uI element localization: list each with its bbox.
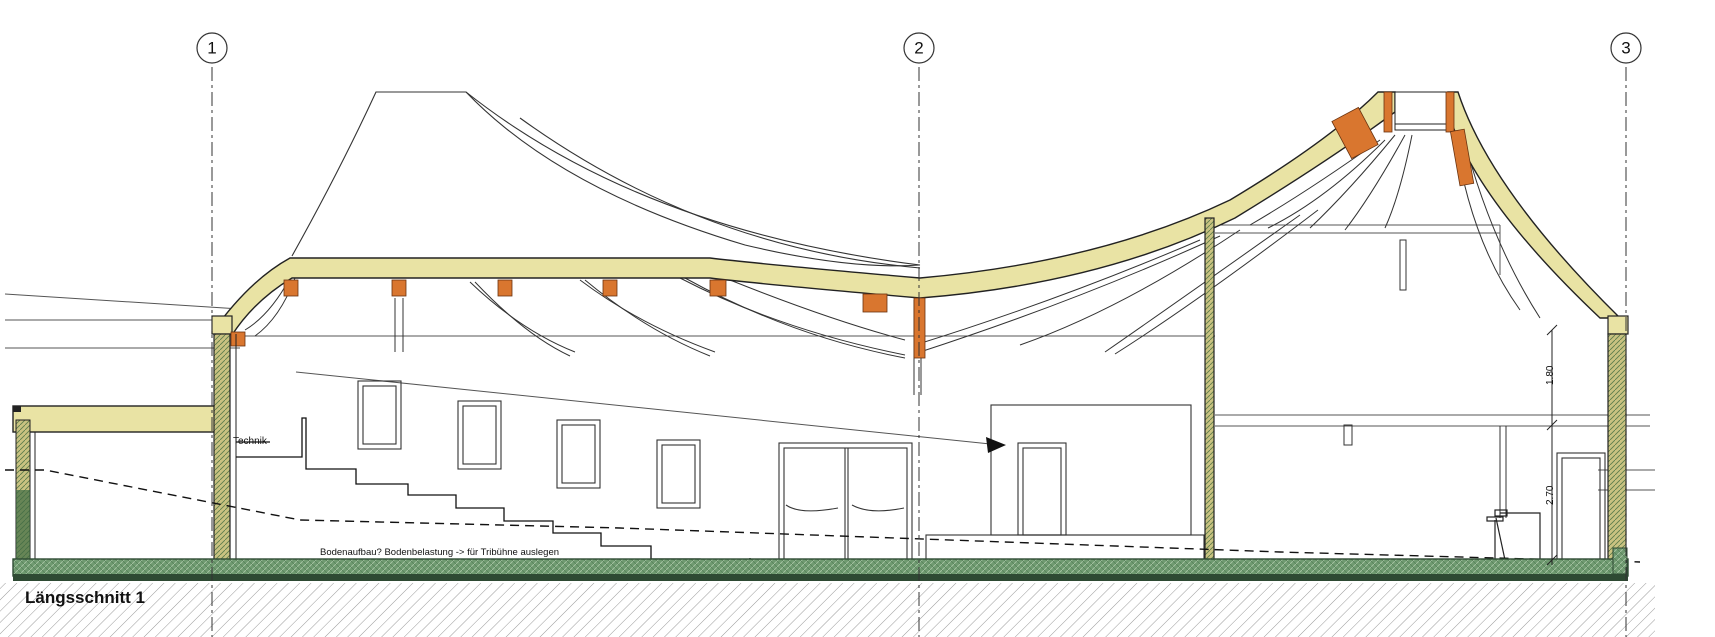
grid-label-3: 3: [1621, 39, 1630, 58]
annex: [12, 405, 224, 561]
dimension-lower: 2.70: [1545, 485, 1556, 505]
annotation-arrow: [986, 437, 1006, 453]
label-technik: Technik: [233, 436, 268, 447]
roof-beams: [230, 91, 1475, 359]
grid-label-1: 1: [207, 39, 216, 58]
grid-axis-1: 1: [196, 32, 228, 637]
floor-slab: [12, 547, 1629, 581]
terrain-dashed-line: [5, 469, 1641, 563]
roof-structure: [211, 91, 1629, 336]
background-lines: [4, 224, 1655, 491]
section-title: Längsschnitt 1: [25, 588, 145, 607]
fabric-curves: [244, 129, 1556, 359]
grid-marker-1: [196, 32, 228, 64]
grid-label-2: 2: [914, 39, 923, 58]
grid-marker-3: [1610, 32, 1642, 64]
furniture: [1486, 509, 1541, 561]
label-floor-note: Bodenaufbau? Bodenbelastung -> für Tribü…: [320, 547, 559, 558]
dimension-line: [1546, 324, 1558, 566]
grid-axis-2: 2: [903, 32, 935, 637]
grid-marker-2: [903, 32, 935, 64]
dimension-upper: 1.80: [1545, 365, 1556, 385]
grid-axis-3: 3: [1610, 32, 1642, 637]
windows: [357, 380, 701, 509]
doors: [778, 404, 1606, 561]
background-roof: [291, 91, 921, 269]
ground-hatch: [0, 583, 1655, 637]
